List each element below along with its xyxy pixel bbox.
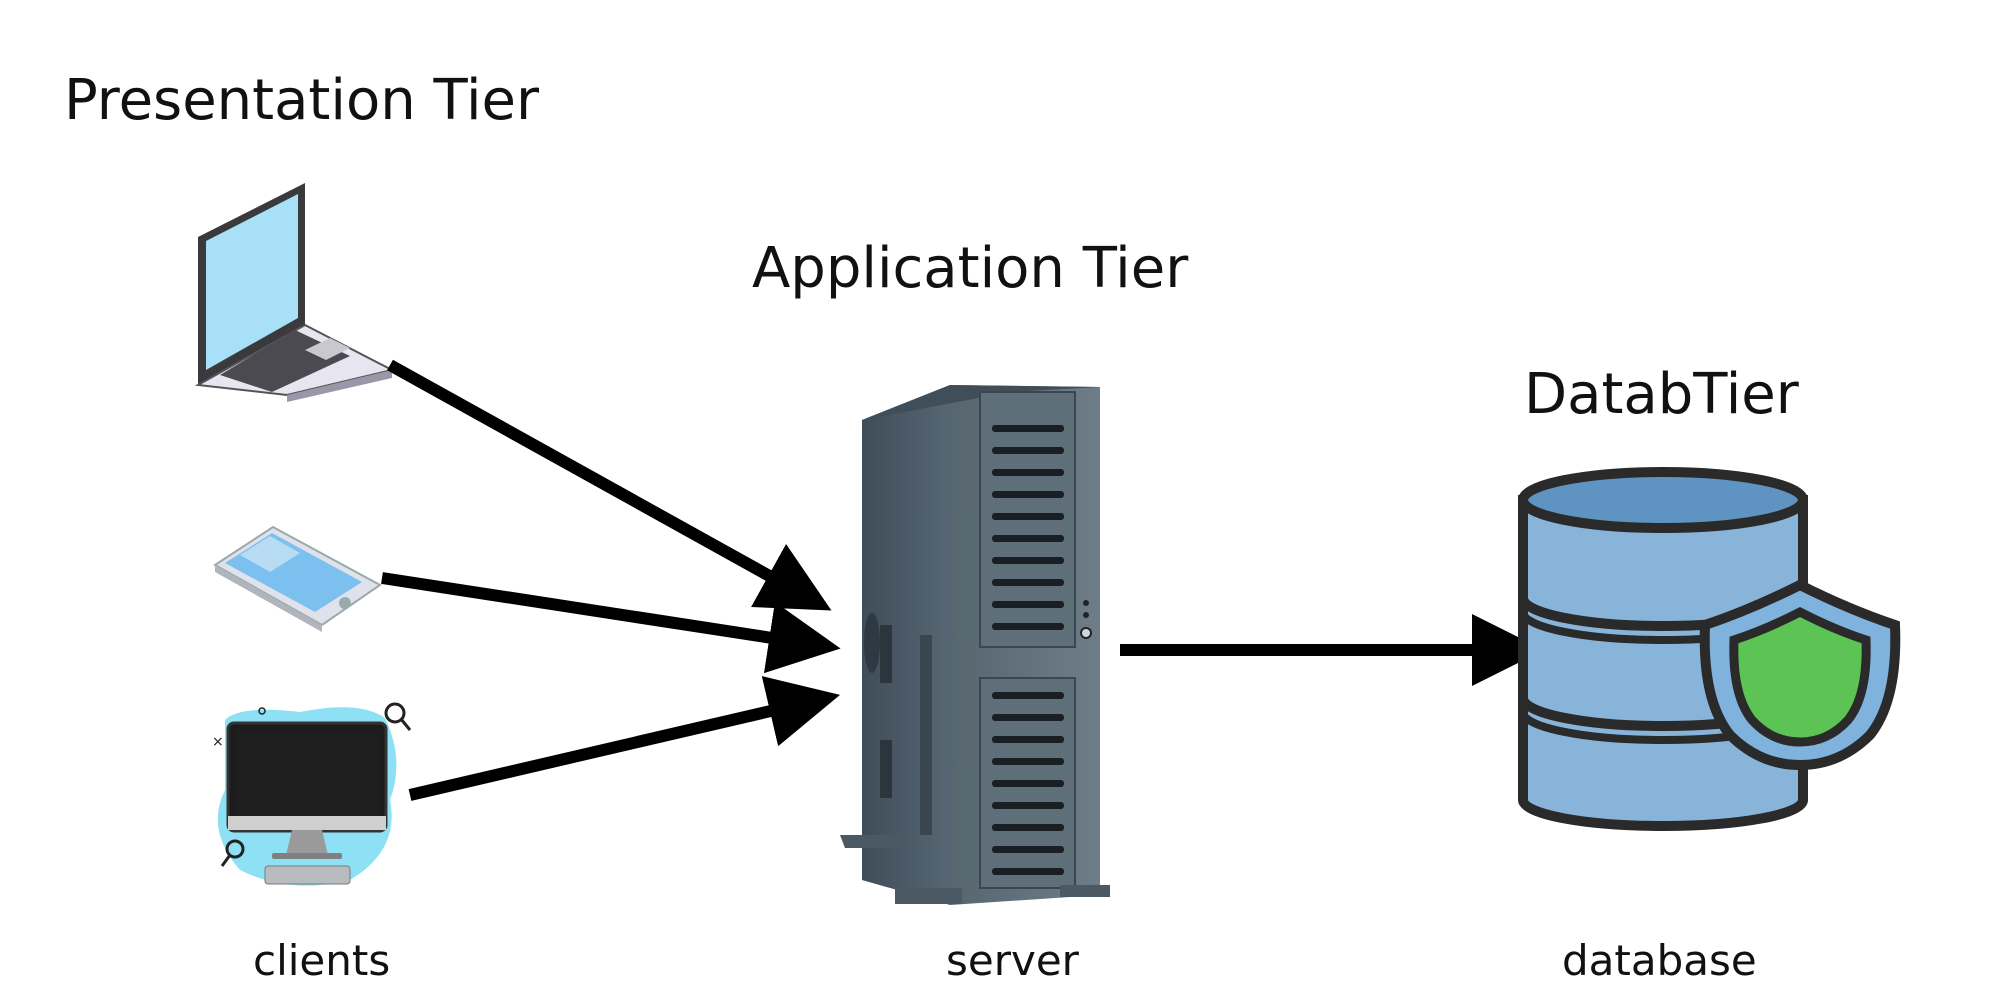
presentation-tier-title: Presentation Tier	[64, 68, 540, 133]
server-caption: server	[946, 936, 1079, 985]
arrow-phone-to-server	[381, 572, 841, 674]
laptop-icon	[194, 183, 395, 402]
svg-text:×: ×	[212, 734, 224, 750]
arrow-desktop-to-server	[408, 676, 841, 801]
arrow-laptop-to-server	[387, 359, 832, 611]
shield-icon	[1699, 579, 1901, 771]
clients-caption: clients	[253, 936, 391, 985]
phone-icon	[213, 525, 382, 632]
data-tier-title: DatabTier	[1524, 362, 1799, 427]
database-caption: database	[1562, 936, 1757, 985]
arrows	[381, 359, 1544, 801]
application-tier-title: Application Tier	[752, 236, 1189, 301]
server-tower-icon	[840, 385, 1110, 905]
desktop-icon: ×	[212, 702, 412, 886]
